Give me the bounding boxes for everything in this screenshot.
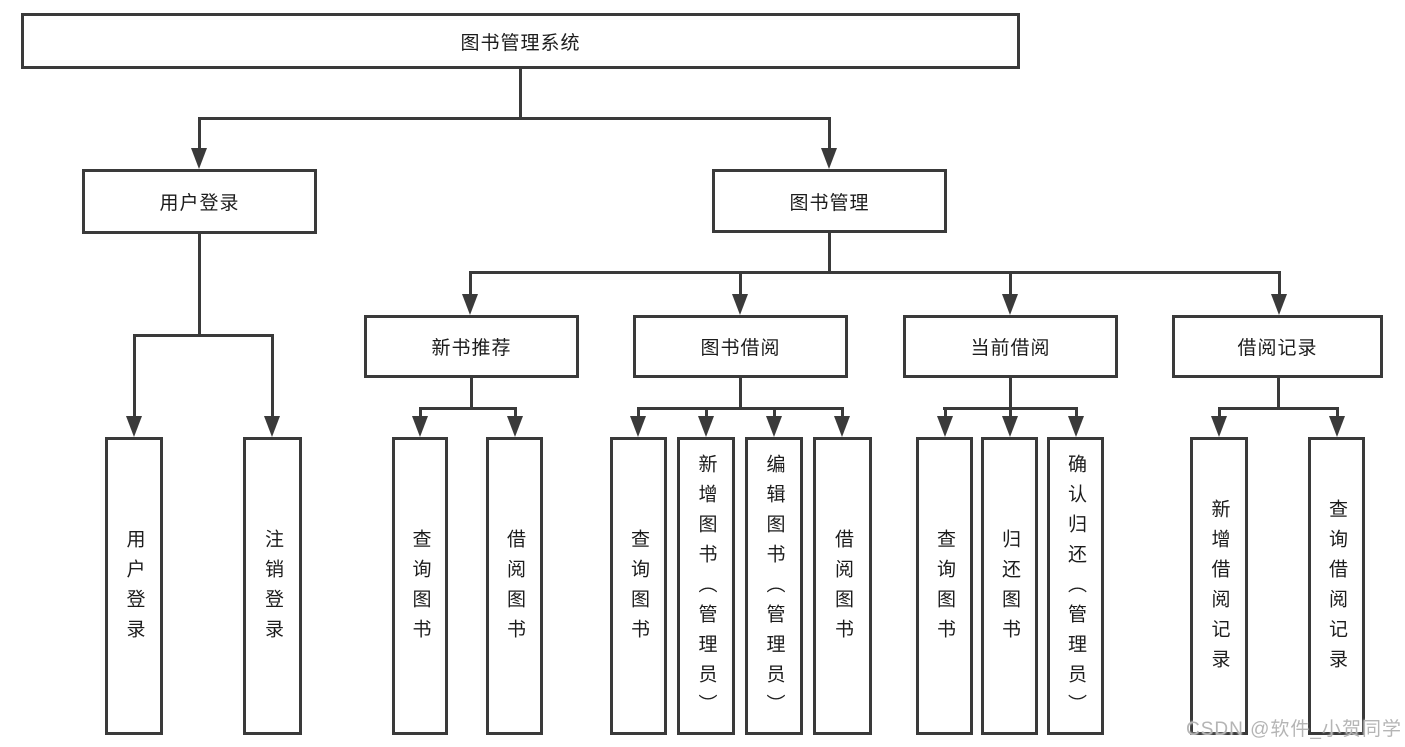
connector-line — [513, 407, 517, 419]
arrowhead-down-icon — [821, 148, 837, 169]
connector-line — [418, 407, 422, 419]
arrowhead-down-icon — [1329, 416, 1345, 437]
connector-line — [1008, 407, 1012, 419]
connector-line — [1074, 407, 1078, 419]
arrowhead-down-icon — [1068, 416, 1084, 437]
connector-line — [197, 117, 201, 152]
node-current-borrowing: 当前借阅 — [903, 315, 1118, 378]
arrowhead-down-icon — [191, 148, 207, 169]
node-leaf-query-books-borrowing: 查询图书 — [610, 437, 667, 735]
connector-line — [738, 378, 742, 410]
connector-line — [469, 271, 1281, 274]
node-root: 图书管理系统 — [21, 13, 1020, 69]
node-leaf-query-books-recommend: 查询图书 — [392, 437, 448, 735]
connector-line — [943, 407, 947, 419]
arrowhead-down-icon — [462, 294, 478, 315]
connector-line — [133, 334, 274, 337]
connector-line — [1008, 378, 1012, 410]
node-leaf-borrow-books-borrowing: 借阅图书 — [813, 437, 872, 735]
node-book-management: 图书管理 — [712, 169, 947, 233]
connector-line — [1218, 407, 1338, 410]
arrowhead-down-icon — [412, 416, 428, 437]
watermark: CSDN @软件_小贺同学 — [1186, 719, 1402, 740]
arrowhead-down-icon — [937, 416, 953, 437]
connector-line — [738, 271, 742, 297]
node-leaf-borrow-books-recommend: 借阅图书 — [486, 437, 543, 735]
node-leaf-query-borrow-record: 查询借阅记录 — [1308, 437, 1365, 735]
connector-line — [943, 407, 1077, 410]
node-leaf-query-books-current: 查询图书 — [916, 437, 973, 735]
node-leaf-add-book-admin: 新增图书（管理员） — [677, 437, 735, 735]
node-new-book-recommend: 新书推荐 — [364, 315, 579, 378]
connector-line — [197, 234, 201, 337]
node-leaf-edit-book-admin: 编辑图书（管理员） — [745, 437, 803, 735]
connector-line — [469, 378, 473, 410]
connector-line — [1217, 407, 1221, 419]
arrowhead-down-icon — [630, 416, 646, 437]
connector-line — [772, 407, 776, 419]
node-leaf-confirm-return-admin: 确认归还（管理员） — [1047, 437, 1104, 735]
connector-line — [1335, 407, 1339, 419]
connector-line — [270, 334, 274, 419]
connector-line — [1008, 271, 1012, 297]
connector-line — [132, 334, 136, 419]
arrowhead-down-icon — [834, 416, 850, 437]
connector-line — [704, 407, 708, 419]
arrowhead-down-icon — [732, 294, 748, 315]
arrowhead-down-icon — [1002, 416, 1018, 437]
connector-line — [636, 407, 640, 419]
connector-line — [198, 117, 831, 120]
arrowhead-down-icon — [264, 416, 280, 437]
arrowhead-down-icon — [1002, 294, 1018, 315]
node-leaf-logout: 注销登录 — [243, 437, 302, 735]
node-borrowing-records: 借阅记录 — [1172, 315, 1383, 378]
connector-line — [827, 233, 831, 274]
node-leaf-user-login: 用户登录 — [105, 437, 163, 735]
arrowhead-down-icon — [1271, 294, 1287, 315]
connector-line — [637, 407, 843, 410]
connector-line — [840, 407, 844, 419]
node-leaf-return-books: 归还图书 — [981, 437, 1038, 735]
node-book-borrowing: 图书借阅 — [633, 315, 848, 378]
connector-line — [1277, 271, 1281, 297]
arrowhead-down-icon — [1211, 416, 1227, 437]
connector-line — [827, 117, 831, 152]
connector-line — [419, 407, 517, 410]
arrowhead-down-icon — [126, 416, 142, 437]
connector-line — [468, 271, 472, 297]
connector-line — [1276, 378, 1280, 410]
node-user-login: 用户登录 — [82, 169, 317, 234]
connector-line — [518, 69, 522, 118]
arrowhead-down-icon — [698, 416, 714, 437]
arrowhead-down-icon — [766, 416, 782, 437]
arrowhead-down-icon — [507, 416, 523, 437]
node-leaf-add-borrow-record: 新增借阅记录 — [1190, 437, 1248, 735]
